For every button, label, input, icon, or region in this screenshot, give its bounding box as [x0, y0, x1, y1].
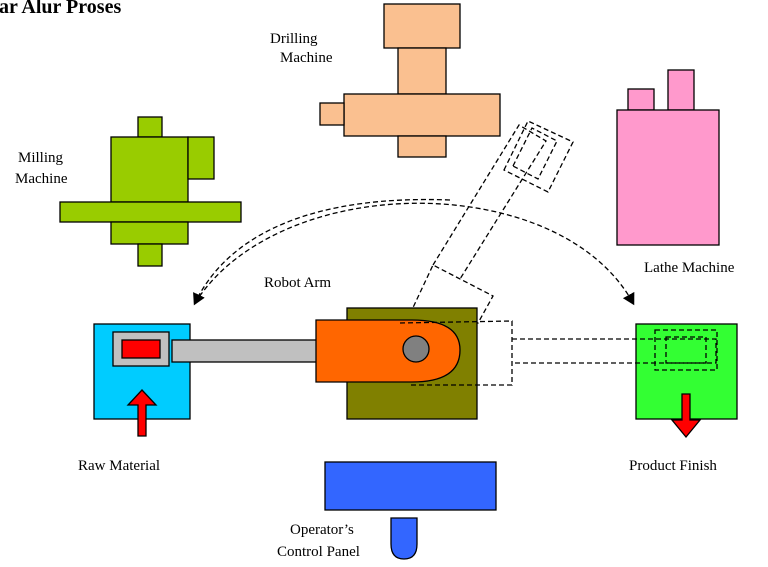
robot-arm-extension: [171, 339, 321, 363]
raw-material-up-arrow: [126, 389, 158, 437]
operator-label-line2: Control Panel: [277, 544, 360, 560]
transfer-path-arrow-right: [194, 202, 635, 306]
milling-label-line2: Machine: [15, 171, 68, 187]
robot-arm-label: Robot Arm: [264, 275, 331, 291]
lathe-machine: [616, 69, 720, 246]
transfer-path-arrow-left: [193, 198, 451, 306]
diagram-title: ar Alur Proses: [0, 0, 121, 18]
operator-label-line1: Operator’s: [290, 522, 354, 538]
robot-pivot: [402, 335, 430, 363]
drilling-label-line2: Machine: [280, 50, 333, 66]
drilling-label-line1: Drilling: [270, 31, 318, 47]
lathe-label: Lathe Machine: [644, 260, 735, 276]
product-finish-label: Product Finish: [629, 458, 717, 474]
product-finish-station: [635, 323, 738, 439]
ghost-arm-right: [399, 320, 718, 386]
ghost-arm-up: [409, 120, 574, 324]
operator-control-panel: [324, 461, 497, 560]
milling-label-line1: Milling: [18, 150, 64, 166]
drilling-machine: [319, 3, 501, 158]
raw-material-label: Raw Material: [78, 458, 160, 474]
robot-head: [315, 319, 461, 383]
product-finish-down-arrow: [670, 393, 702, 439]
milling-machine: [59, 116, 242, 267]
